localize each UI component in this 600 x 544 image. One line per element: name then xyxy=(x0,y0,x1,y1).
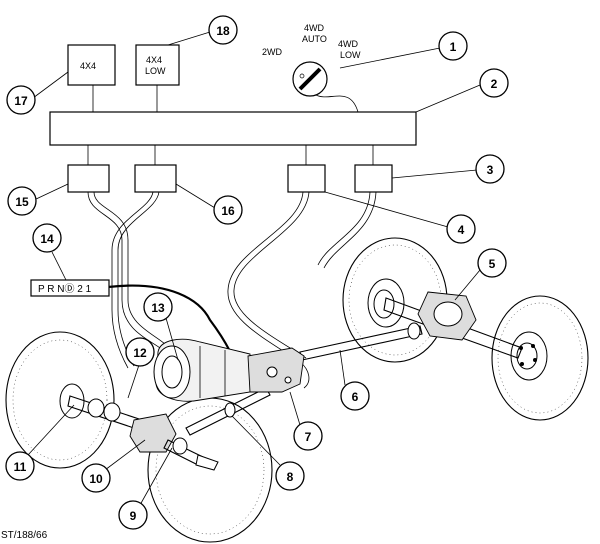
mode-selector-switch xyxy=(292,61,328,97)
svg-text:18: 18 xyxy=(216,24,230,38)
front-right-wheel xyxy=(147,397,273,543)
callout-4: 4 xyxy=(446,214,476,244)
wiring xyxy=(87,85,377,389)
gear-indicator-text: P R NⒹ 2 1 xyxy=(38,283,92,295)
callout-11: 11 xyxy=(5,451,35,481)
relay-16-box xyxy=(134,164,177,193)
callout-5: 5 xyxy=(477,248,507,278)
selector-2wd-label: 2WD xyxy=(262,47,283,57)
selector-4wd-auto-label-1: 4WD xyxy=(304,23,325,33)
svg-text:7: 7 xyxy=(305,430,312,444)
selector-4wd-auto-label-2: AUTO xyxy=(302,34,327,44)
callout-14: 14 xyxy=(32,223,62,253)
relay-3-box xyxy=(354,164,393,193)
svg-text:15: 15 xyxy=(15,195,29,209)
front-propeller-shaft xyxy=(185,387,271,436)
svg-text:6: 6 xyxy=(352,390,359,404)
svg-text:4: 4 xyxy=(458,223,465,237)
callout-12: 12 xyxy=(125,337,155,367)
transfer-case xyxy=(247,347,305,393)
svg-text:5: 5 xyxy=(489,257,496,271)
svg-text:2: 2 xyxy=(491,77,498,91)
relay-4-box xyxy=(287,164,326,193)
svg-text:12: 12 xyxy=(133,346,147,360)
callout-7: 7 xyxy=(293,421,323,451)
callout-8: 8 xyxy=(275,461,305,491)
module-4x4-label: 4X4 xyxy=(80,61,96,71)
control-module-box xyxy=(49,111,417,146)
svg-text:8: 8 xyxy=(287,470,294,484)
callout-9: 9 xyxy=(118,500,148,530)
callout-10: 10 xyxy=(81,463,111,493)
rear-right-wheel xyxy=(491,295,589,421)
svg-text:10: 10 xyxy=(89,472,103,486)
callout-2: 2 xyxy=(479,68,509,98)
rear-axle xyxy=(383,291,523,359)
svg-text:17: 17 xyxy=(14,94,28,108)
callout-17: 17 xyxy=(6,85,36,115)
callout-3: 3 xyxy=(475,154,505,184)
leader-lines xyxy=(27,31,481,506)
module-4x4-low-box xyxy=(135,44,180,86)
selector-4wd-low-label-2: LOW xyxy=(340,50,361,60)
reference-code: ST/188/66 xyxy=(1,530,48,541)
callout-1: 1 xyxy=(438,31,468,61)
svg-text:1: 1 xyxy=(450,40,457,54)
callout-16: 16 xyxy=(213,195,243,225)
relay-15-box xyxy=(67,164,110,193)
module-4x4-box xyxy=(67,44,116,86)
svg-text:3: 3 xyxy=(487,163,494,177)
gear-indicator-box xyxy=(30,279,110,297)
svg-text:13: 13 xyxy=(151,301,165,315)
callout-15: 15 xyxy=(7,186,37,216)
callout-18: 18 xyxy=(208,15,238,45)
selector-4wd-low-label-1: 4WD xyxy=(338,39,359,49)
callout-13: 13 xyxy=(143,292,173,322)
callout-6: 6 xyxy=(340,381,370,411)
svg-text:16: 16 xyxy=(221,204,235,218)
svg-text:11: 11 xyxy=(14,460,27,474)
module-4x4-low-label-1: 4X4 xyxy=(146,55,162,65)
svg-text:14: 14 xyxy=(40,232,54,246)
module-4x4-low-label-2: LOW xyxy=(145,66,166,76)
svg-text:9: 9 xyxy=(130,509,137,523)
transmission xyxy=(153,338,251,402)
